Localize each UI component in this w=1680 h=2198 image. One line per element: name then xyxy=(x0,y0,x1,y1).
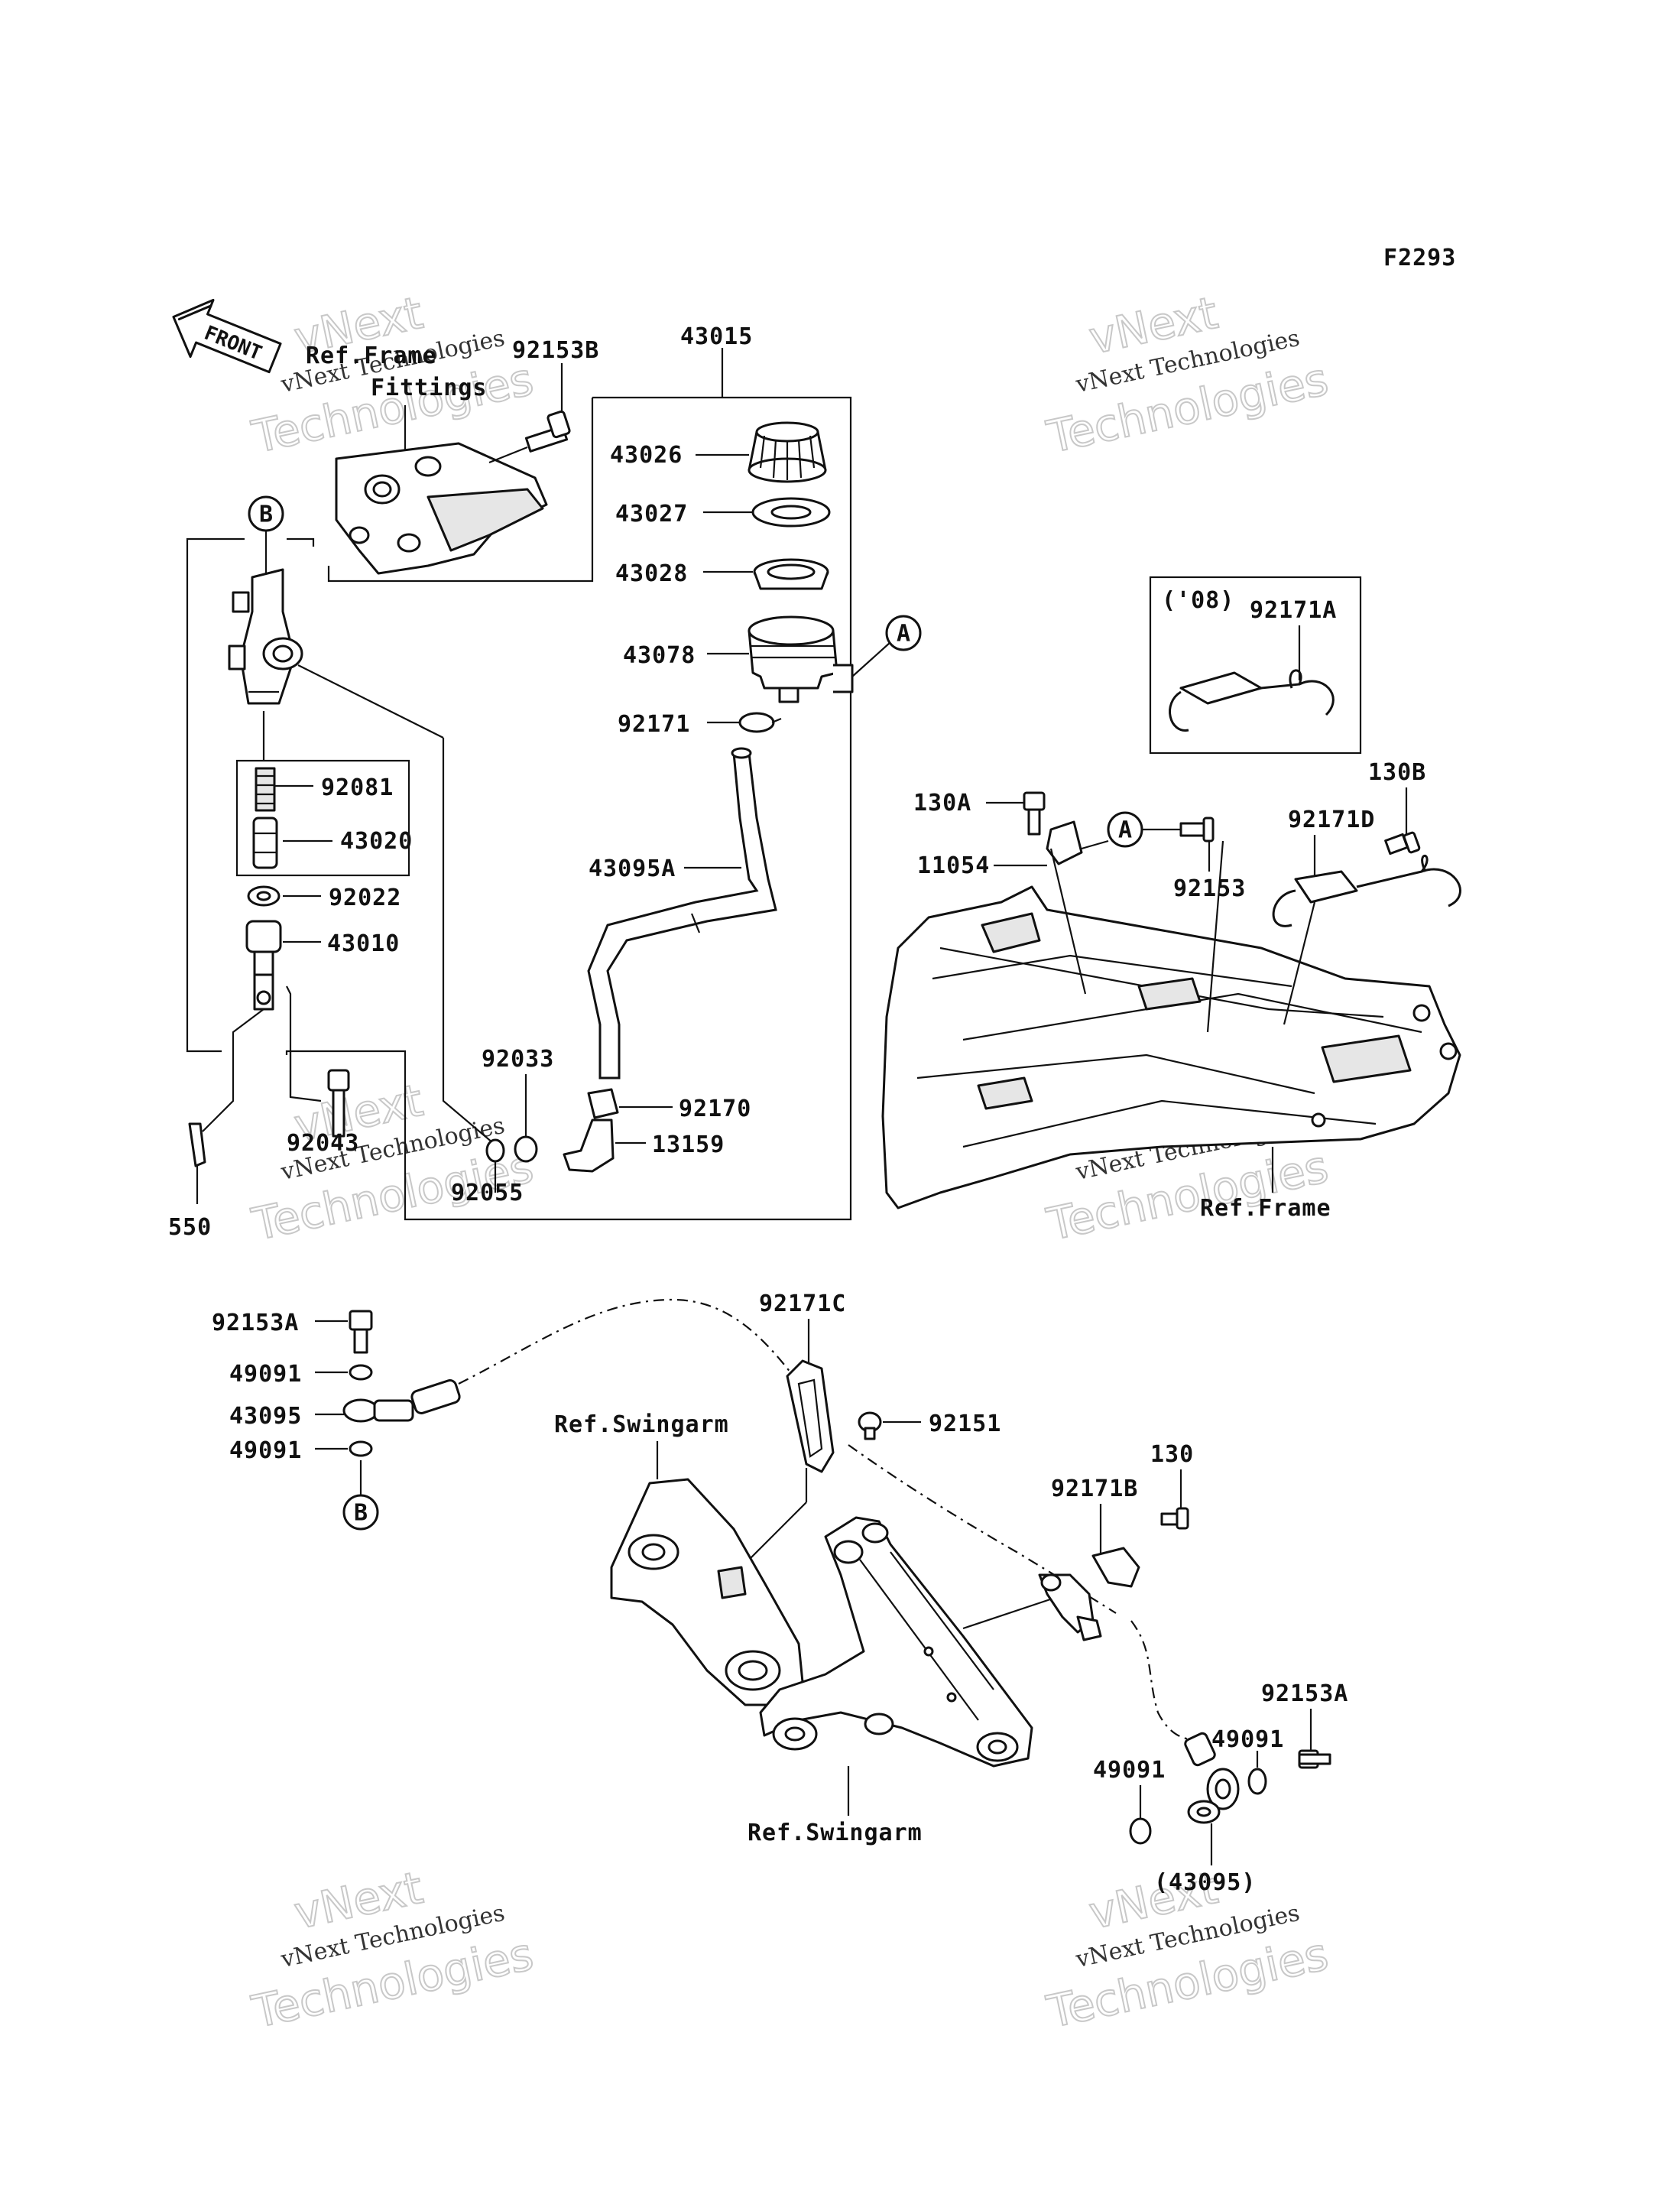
diaphragm-43028 xyxy=(753,558,829,590)
bolt-92153A-top xyxy=(349,1310,373,1354)
callout-A-top: A xyxy=(885,615,922,651)
label-130B: 130B xyxy=(1368,759,1426,786)
label-43020: 43020 xyxy=(340,828,413,855)
washer-49091-c xyxy=(1247,1768,1267,1795)
label-92033: 92033 xyxy=(482,1046,554,1073)
cotter-pin-550 xyxy=(188,1122,206,1167)
label-43078: 43078 xyxy=(623,642,696,669)
hose-43095A xyxy=(587,752,777,1080)
label-13159: 13159 xyxy=(652,1131,725,1158)
label-43027: 43027 xyxy=(615,501,688,528)
label-92171: 92171 xyxy=(618,711,690,738)
label-92043: 92043 xyxy=(287,1130,359,1157)
label-92153: 92153 xyxy=(1173,875,1246,902)
label-92171C: 92171C xyxy=(759,1291,846,1317)
watermark-bottom-left: vNext vNext Technologies Technologies xyxy=(247,1861,539,2039)
label-92153A-bottom: 92153A xyxy=(1261,1680,1348,1707)
ref-swingarm-label-lower: Ref.Swingarm xyxy=(748,1820,923,1846)
banjo-43095-lower xyxy=(1187,1800,1221,1824)
bracket-92171B xyxy=(1038,1547,1140,1641)
clip-92171 xyxy=(738,712,782,733)
label-11054: 11054 xyxy=(917,852,990,879)
fitting-13159 xyxy=(563,1118,615,1173)
pin-92043 xyxy=(327,1069,350,1138)
label-43095: 43095 xyxy=(229,1403,302,1430)
group-08-box xyxy=(1149,576,1362,755)
bracket-11054 xyxy=(1046,820,1083,865)
label-43095-paren: (43095) xyxy=(1154,1869,1256,1896)
clip-92171A xyxy=(1169,669,1335,732)
label-43015: 43015 xyxy=(680,323,753,350)
label-43026: 43026 xyxy=(610,442,683,469)
pushrod-43010 xyxy=(245,920,282,1011)
washer-49091-b xyxy=(349,1440,373,1457)
oring-92055 xyxy=(485,1138,505,1163)
label-49091-d: 49091 xyxy=(1093,1757,1166,1784)
bolt-130A xyxy=(1023,791,1046,836)
label-92055: 92055 xyxy=(451,1180,524,1206)
spring-92081 xyxy=(255,767,276,812)
cap-43026 xyxy=(748,421,827,483)
label-49091-a: 49091 xyxy=(229,1361,302,1388)
frame-drawing xyxy=(881,840,1461,1209)
group-43015-box xyxy=(285,396,852,1221)
ref-frame-fittings-label-2: Fittings xyxy=(371,375,488,401)
brake-hose-path xyxy=(458,1298,1117,1614)
label-92151: 92151 xyxy=(929,1411,1001,1437)
watermark-top-right: vNext vNext Technologies Technologies xyxy=(1042,286,1334,464)
label-08: ('08) xyxy=(1162,587,1234,614)
svg-text:A: A xyxy=(897,621,910,648)
screw-92151 xyxy=(858,1411,882,1440)
svg-text:B: B xyxy=(259,502,273,528)
callout-B-top: B xyxy=(248,495,284,577)
washer-49091-a xyxy=(349,1364,373,1381)
plate-43027 xyxy=(751,497,831,528)
label-92171D: 92171D xyxy=(1288,807,1375,833)
label-92171A: 92171A xyxy=(1250,597,1337,624)
reservoir-43078 xyxy=(748,615,854,703)
label-43010: 43010 xyxy=(327,930,400,957)
label-92153A-top: 92153A xyxy=(212,1310,299,1336)
label-130: 130 xyxy=(1150,1441,1194,1468)
callout-B-bottom: B xyxy=(342,1494,379,1531)
bolt-92153B xyxy=(524,410,571,453)
label-550: 550 xyxy=(168,1214,212,1241)
piston-43020 xyxy=(252,817,278,869)
guide-92171C xyxy=(786,1359,835,1473)
bolt-92153 xyxy=(1179,817,1215,843)
clamp-92170 xyxy=(587,1088,619,1119)
bolt-130B xyxy=(1384,831,1421,855)
label-43095A: 43095A xyxy=(589,855,676,882)
swingarm-left-section xyxy=(610,1478,804,1706)
frame-fitting-bracket xyxy=(335,442,548,575)
bolt-130 xyxy=(1160,1507,1189,1530)
group-92081-43020 xyxy=(235,759,410,877)
ref-frame-label: Ref.Frame xyxy=(1200,1195,1331,1222)
diagram-code: F2293 xyxy=(1383,245,1456,271)
front-arrow-icon: FRONT xyxy=(172,298,282,374)
svg-text:A: A xyxy=(1118,817,1132,844)
ref-swingarm-label-upper: Ref.Swingarm xyxy=(554,1411,729,1438)
hose-end-lower xyxy=(1184,1732,1240,1810)
washer-49091-d xyxy=(1129,1817,1152,1845)
banjo-43095 xyxy=(342,1379,461,1423)
label-92170: 92170 xyxy=(679,1096,751,1122)
label-92153B: 92153B xyxy=(512,337,599,364)
circlip-92033 xyxy=(514,1135,538,1163)
bolt-92153A-bottom xyxy=(1298,1749,1331,1769)
label-49091-c: 49091 xyxy=(1211,1726,1284,1753)
clip-92171D xyxy=(1272,854,1461,927)
ref-frame-fittings-label-1: Ref.Frame xyxy=(306,343,437,369)
label-43028: 43028 xyxy=(615,560,688,587)
callout-A-frame: A xyxy=(1107,811,1143,848)
label-92022: 92022 xyxy=(329,885,401,911)
swingarm-linkage xyxy=(759,1516,1033,1768)
label-92081: 92081 xyxy=(321,774,394,801)
label-130A: 130A xyxy=(913,790,971,817)
svg-text:B: B xyxy=(354,1500,368,1527)
label-92171B: 92171B xyxy=(1051,1476,1138,1502)
master-cylinder-body xyxy=(228,568,303,705)
label-49091-b: 49091 xyxy=(229,1437,302,1464)
